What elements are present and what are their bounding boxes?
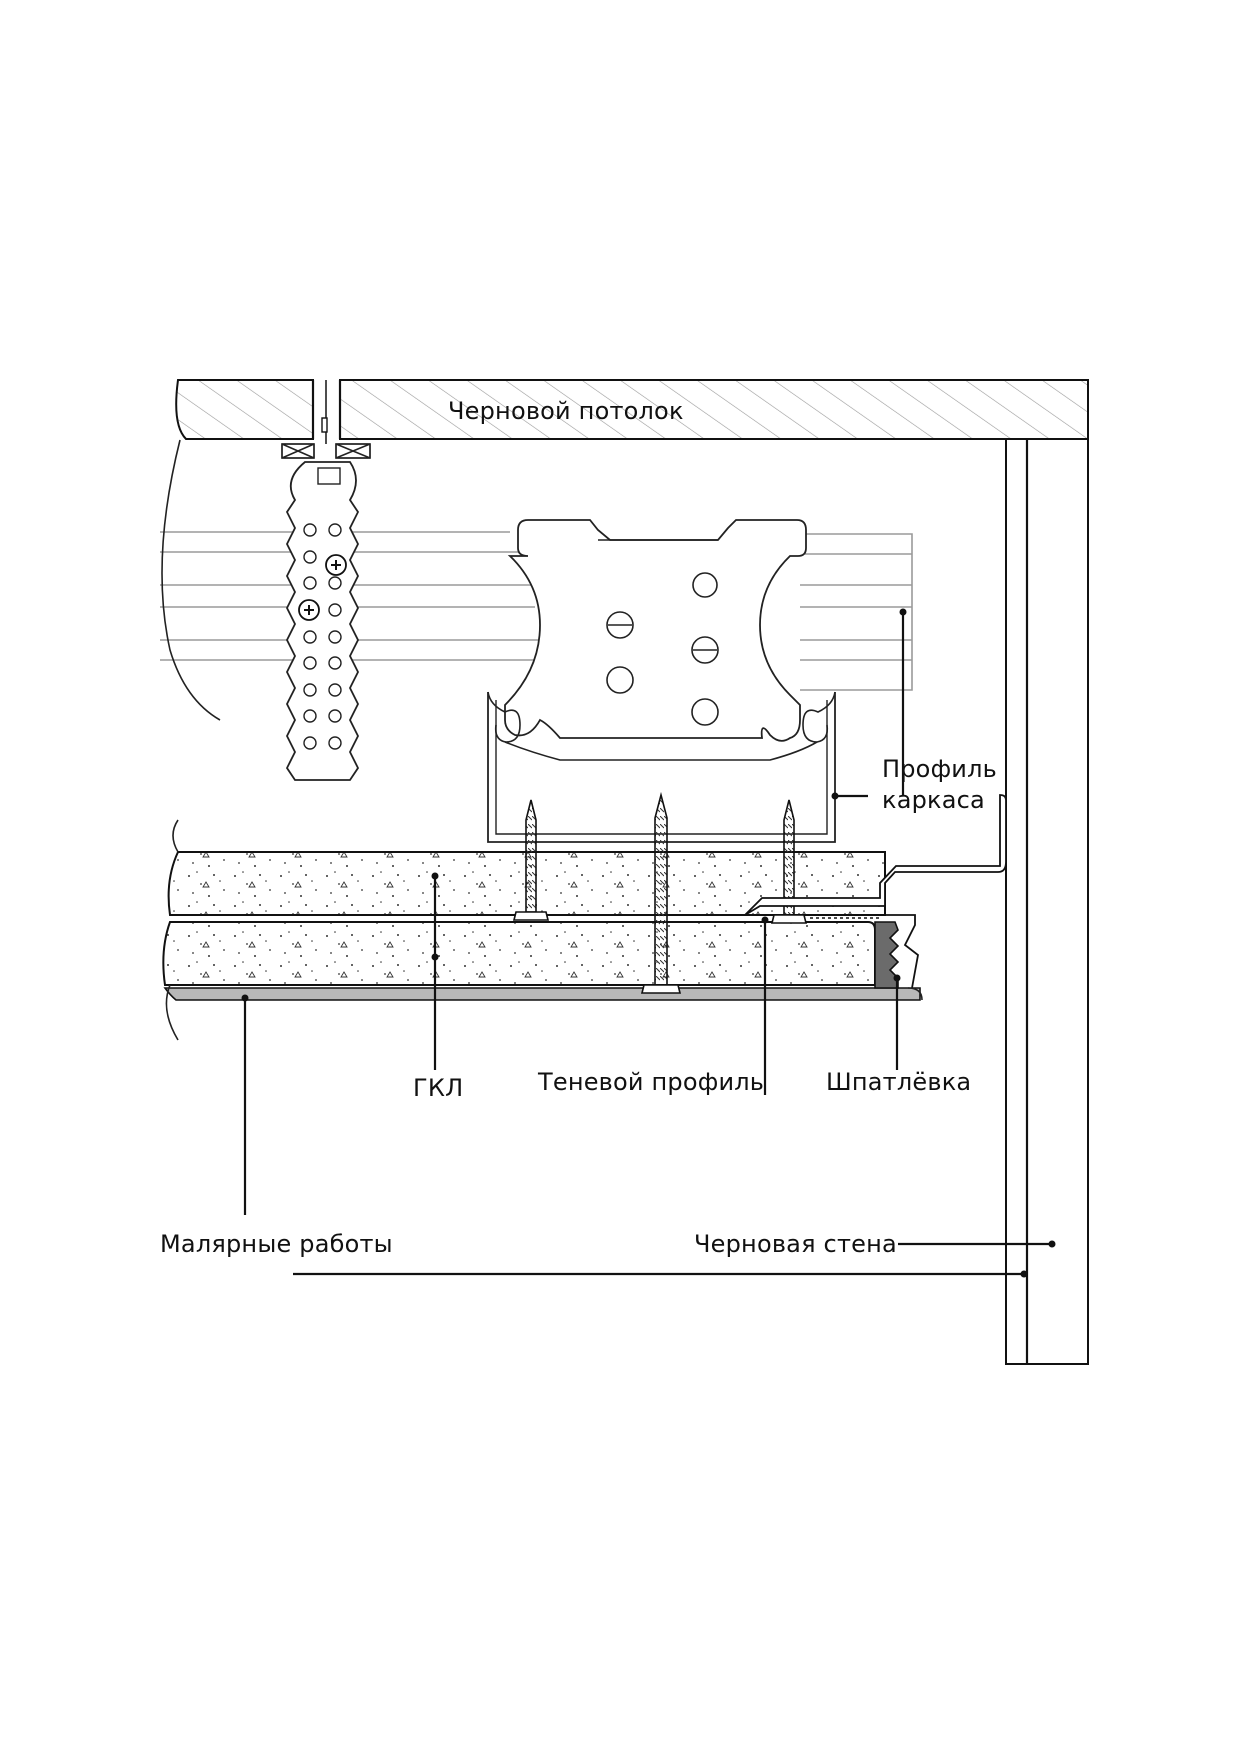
label-painting: Малярные работы [160, 1230, 393, 1258]
leader-frame-profile [831, 608, 907, 800]
shadow-profile [744, 794, 1007, 1001]
label-rough-wall: Черновая стена [694, 1230, 897, 1258]
leader-painting [241, 994, 249, 1215]
label-shadow-profile: Теневой профиль [537, 1068, 764, 1096]
screw-2 [640, 791, 682, 994]
label-frame-profile-2: каркаса [882, 786, 985, 814]
screw-head-icon [325, 554, 347, 576]
painting-layer [163, 987, 921, 1001]
leader-wall [293, 1240, 1056, 1278]
screw-1 [512, 799, 550, 921]
leader-gkl [431, 872, 439, 1070]
label-rough-ceiling: Черновой потолок [448, 397, 684, 425]
perforated-hanger [285, 461, 360, 781]
label-frame-profile-1: Профиль [882, 755, 997, 783]
leader-shadow-profile [761, 916, 769, 1095]
crab-connector [504, 519, 807, 742]
rough-ceiling [175, 379, 1089, 459]
label-putty: Шпатлёвка [826, 1068, 971, 1096]
putty-filler [874, 921, 900, 989]
rough-wall [1005, 438, 1089, 1365]
gkl-lower-layer [162, 921, 876, 986]
leader-putty [893, 974, 901, 1070]
label-gkl: ГКЛ [413, 1074, 463, 1102]
screw-3 [770, 799, 808, 924]
screw-head-icon [298, 599, 320, 621]
